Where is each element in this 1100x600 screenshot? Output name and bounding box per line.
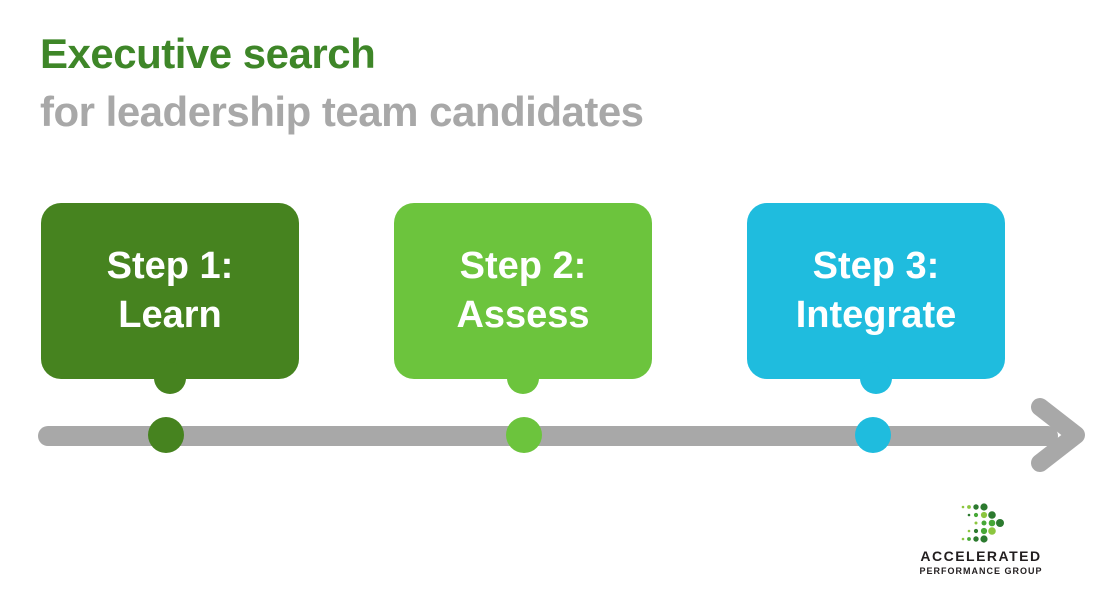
- step-2-label: Step 2: Assess: [456, 242, 589, 341]
- step-1-name: Learn: [118, 294, 222, 336]
- company-logo: ACCELERATED PERFORMANCE GROUP: [898, 503, 1064, 576]
- timeline-arrowhead-icon: [1031, 398, 1085, 472]
- step-box-1: Step 1: Learn: [41, 203, 299, 394]
- step-1-pointer-tab: [154, 362, 186, 394]
- step-3-pointer-tab: [860, 362, 892, 394]
- page-title: Executive search: [40, 30, 376, 77]
- logo-dotted-arrow-icon: [961, 503, 1004, 543]
- step-1-label: Step 1: Learn: [107, 242, 234, 341]
- logo-name-accelerated: ACCELERATED: [920, 548, 1042, 564]
- step-1-number: Step 1:: [106, 244, 234, 287]
- page-subtitle: for leadership team candidates: [40, 88, 644, 136]
- step-box-2: Step 2: Assess: [394, 203, 652, 394]
- step-2-pointer-tab: [507, 362, 539, 394]
- timeline-bar: [38, 426, 1058, 446]
- logo-name-performance-group: PERFORMANCE GROUP: [919, 566, 1043, 576]
- step-box-3: Step 3: Integrate: [747, 203, 1005, 394]
- step-2-number: Step 2:: [459, 244, 587, 287]
- timeline-dot-step-3: [855, 417, 891, 453]
- step-3-number: Step 3:: [812, 244, 940, 287]
- timeline-dot-step-1: [148, 417, 184, 453]
- timeline-dot-step-2: [506, 417, 542, 453]
- step-3-name: Integrate: [795, 294, 957, 336]
- step-3-label: Step 3: Integrate: [796, 242, 956, 341]
- header: Executive search for leadership team can…: [40, 30, 644, 137]
- step-2-name: Assess: [456, 294, 590, 336]
